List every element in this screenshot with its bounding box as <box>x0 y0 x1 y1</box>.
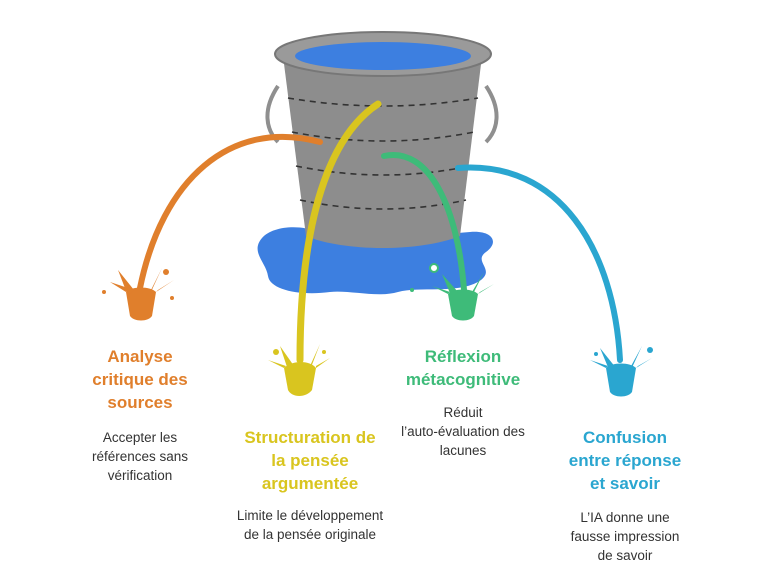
yellow-leak-stream <box>296 100 382 364</box>
item-3-description: Réduit l’auto-évaluation des lacunes <box>401 405 525 458</box>
green-leak-stream <box>381 151 467 293</box>
item-1-title: Analyse critique des sources <box>92 347 188 412</box>
water-puddle <box>257 227 493 295</box>
bucket-water-surface <box>295 42 471 70</box>
green-splash-icon <box>410 263 494 321</box>
orange-leak-stream <box>137 133 323 291</box>
yellow-splash-icon <box>268 344 330 396</box>
item-4-description: L’IA donne une fausse impression de savo… <box>570 510 680 563</box>
item-4-title: Confusion entre réponse et savoir <box>568 428 682 493</box>
blue-leak-stream <box>455 164 623 363</box>
orange-splash-icon <box>102 268 174 321</box>
item-2-title: Structuration de la pensée argumentée <box>244 428 376 493</box>
item-1-description: Accepter les références sans vérificatio… <box>91 430 189 483</box>
item-2-description: Limite le développement de la pensée ori… <box>236 508 384 542</box>
item-3-title: Réflexion métacognitive <box>405 347 521 389</box>
blue-splash-icon <box>590 346 653 397</box>
